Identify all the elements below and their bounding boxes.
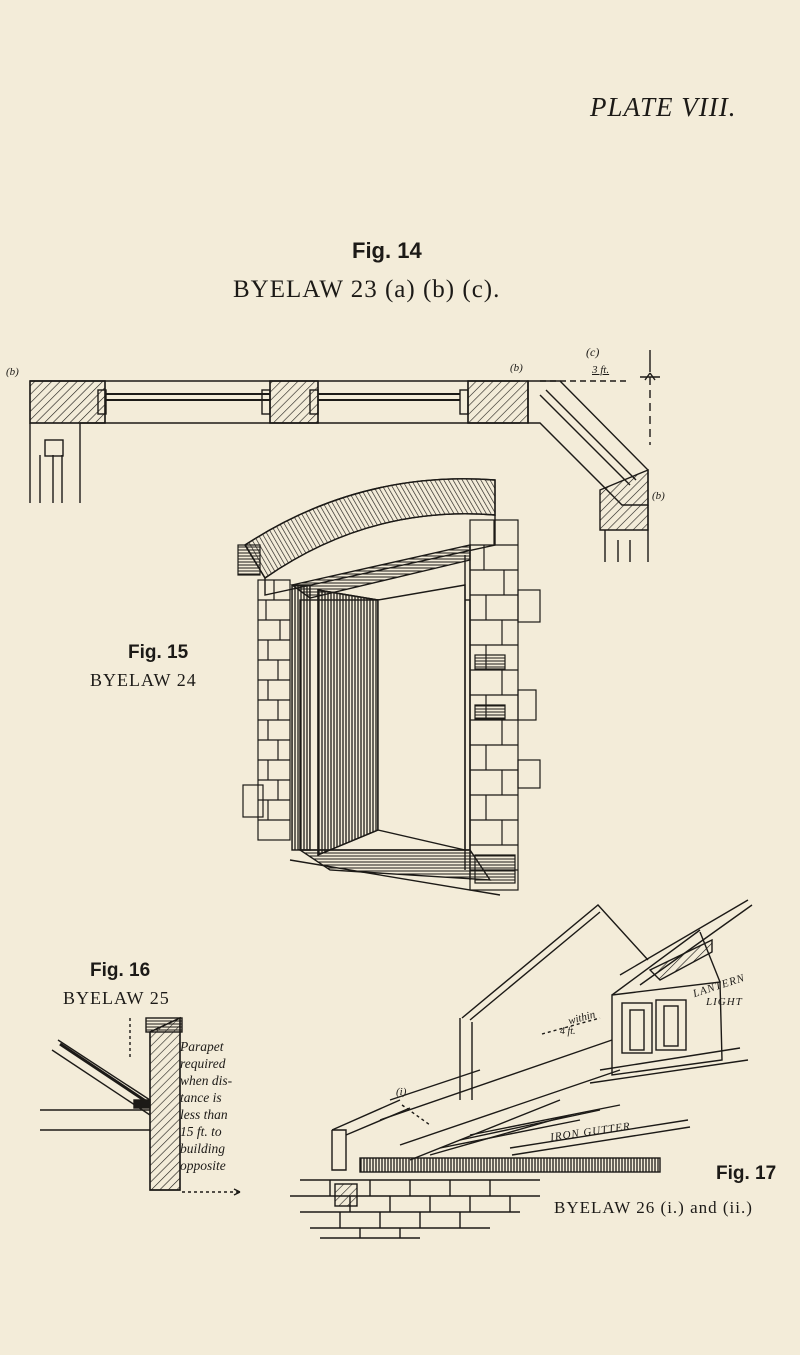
fig14-label: Fig. 14 <box>352 238 422 263</box>
fig14-mark-b-left: (b) <box>6 366 19 378</box>
fig14-mark-b-right: (b) <box>652 490 665 502</box>
fig17-dim-4ft: 4 ft. <box>560 1026 576 1037</box>
fig16-note-line: 15 ft. to <box>180 1124 222 1139</box>
fig16-note-line: opposite <box>180 1158 226 1173</box>
fig16-note-line: less than <box>180 1107 228 1122</box>
fig16-note-line: Parapet <box>180 1039 224 1054</box>
fig16-note: Parapet required when dis- tance is less… <box>180 1038 266 1174</box>
fig14-dim-3ft: 3 ft. <box>592 364 610 376</box>
fig17-byelaw: BYELAW 26 (i.) and (ii.) <box>554 1198 753 1217</box>
fig15-byelaw: BYELAW 24 <box>90 670 197 690</box>
fig14-plan <box>29 350 660 562</box>
fig16-note-line: building <box>180 1141 226 1156</box>
fig17-light-word: LIGHT <box>706 996 743 1008</box>
fig16-label: Fig. 16 <box>90 960 151 981</box>
fig14-mark-c: (c) <box>586 345 600 359</box>
fig16-note-line: required <box>180 1056 226 1071</box>
fig16-parapet <box>40 1016 241 1196</box>
fig14-byelaw: BYELAW 23 (a) (b) (c). <box>233 276 501 303</box>
fig15-label: Fig. 15 <box>128 642 189 663</box>
plate-title: PLATE VIII. <box>590 92 737 122</box>
fig15-doorway <box>237 478 541 896</box>
fig17-roof <box>290 899 753 1239</box>
fig17-mark-i: (i) <box>396 1086 407 1098</box>
fig17-label: Fig. 17 <box>716 1163 777 1184</box>
fig16-byelaw: BYELAW 25 <box>63 988 170 1008</box>
fig14-mark-b-mid: (b) <box>510 362 523 374</box>
fig16-note-line: when dis- <box>180 1073 233 1088</box>
fig16-note-line: tance is <box>180 1090 222 1105</box>
